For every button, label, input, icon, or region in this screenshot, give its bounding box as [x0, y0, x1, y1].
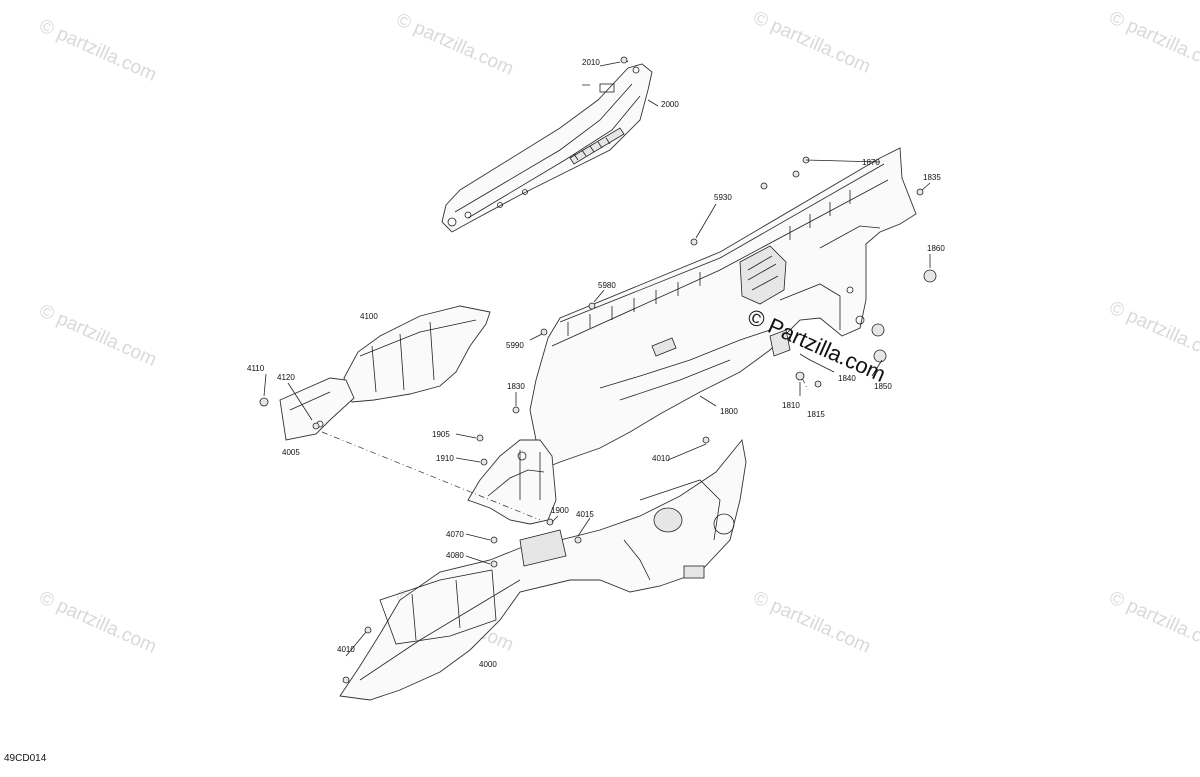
watermark: © partzilla.com	[36, 587, 160, 657]
lower-duct-part	[339, 438, 747, 701]
callout-4100: 4100	[360, 312, 378, 321]
callout-1830: 1830	[507, 382, 525, 391]
callout-2000: 2000	[661, 100, 679, 109]
fasteners	[259, 56, 937, 684]
callout-4015: 4015	[576, 510, 594, 519]
callout-1835: 1835	[923, 173, 941, 182]
callout-4010-upper: 4010	[652, 454, 670, 463]
callout-5990: 5990	[506, 341, 524, 350]
callout-4080: 4080	[446, 551, 464, 560]
callout-1800: 1800	[720, 407, 738, 416]
callout-1815: 1815	[807, 410, 825, 419]
callout-4070: 4070	[446, 530, 464, 539]
callout-2010: 2010	[582, 58, 600, 67]
callout-4005: 4005	[282, 448, 300, 457]
callout-4110: 4110	[247, 364, 265, 373]
watermark: © partzilla.com	[36, 15, 160, 85]
callout-5930: 5930	[714, 193, 732, 202]
callout-1905: 1905	[432, 430, 450, 439]
callout-1900: 1900	[551, 506, 569, 515]
callout-4010-lower: 4010	[337, 645, 355, 654]
watermark: © partzilla.com	[750, 587, 874, 657]
watermark: © partzilla.com	[393, 9, 517, 79]
callout-1910: 1910	[436, 454, 454, 463]
leader-lines	[263, 61, 931, 657]
callout-1860: 1860	[927, 244, 945, 253]
callout-1870: 1870	[862, 158, 880, 167]
watermark: © partzilla.com	[750, 7, 874, 77]
callout-5980: 5980	[598, 281, 616, 290]
callout-4120: 4120	[277, 373, 295, 382]
main-panel-part	[529, 147, 917, 471]
watermark: © partzilla.com	[1106, 297, 1200, 367]
figure-code: 49CD014	[4, 753, 47, 764]
callout-labels: 2010 2000 1870 1835 5930 1860 5980 4100 …	[247, 58, 945, 669]
callout-4000: 4000	[479, 660, 497, 669]
callout-1840: 1840	[838, 374, 856, 383]
watermark: © partzilla.com	[36, 300, 160, 370]
upper-rail-part	[441, 57, 653, 233]
callout-1850: 1850	[874, 382, 892, 391]
watermark: © partzilla.com	[1106, 7, 1200, 77]
left-box-part	[279, 305, 491, 441]
watermark: © partzilla.com	[1106, 587, 1200, 657]
lower-bracket-part	[467, 439, 557, 525]
callout-1810: 1810	[782, 401, 800, 410]
routing-lines	[321, 377, 809, 521]
